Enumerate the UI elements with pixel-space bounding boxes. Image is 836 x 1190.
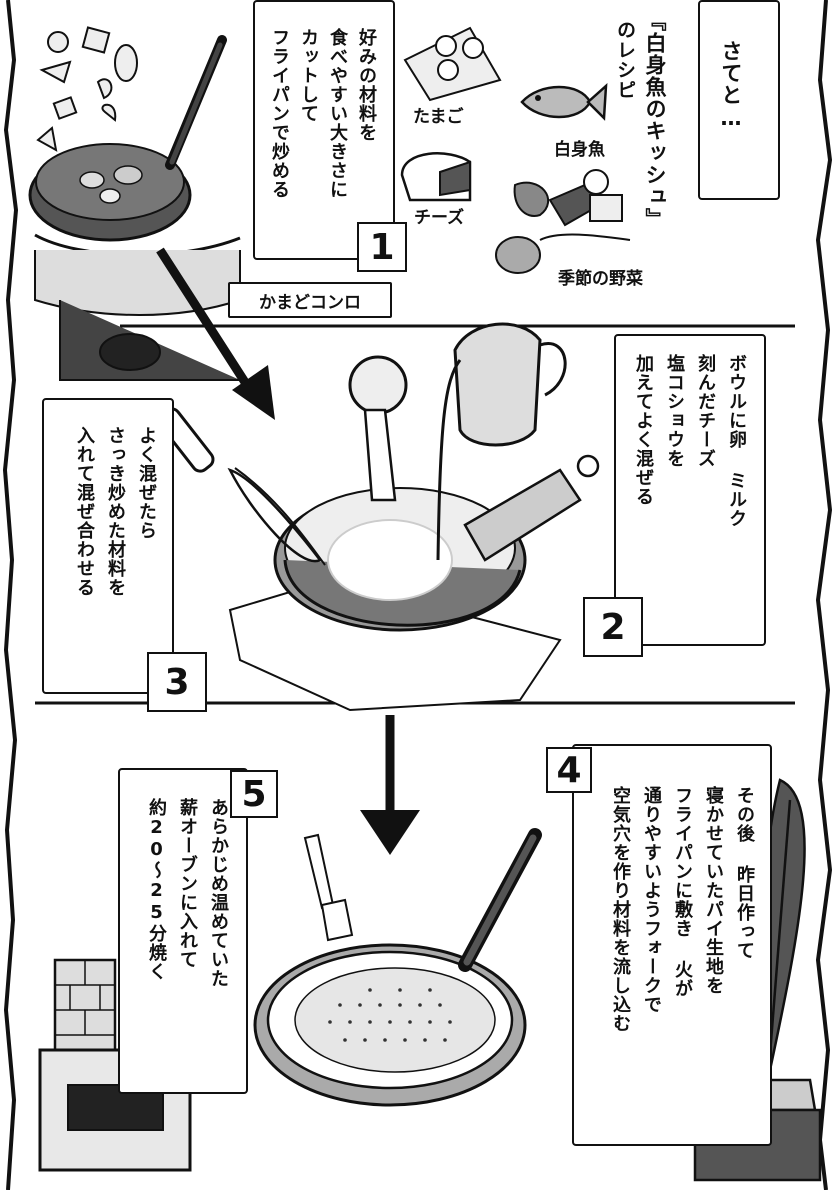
recipe-title: 『白身魚のキッシュ』 [643, 10, 667, 230]
frying-pan-illustration [28, 35, 227, 242]
step-1-text: 好みの材料を 食べやすい大きさに カットして フライパンで炒める [269, 28, 377, 199]
spoon-illustration [348, 355, 408, 502]
egg-illustration [403, 26, 502, 102]
recipe-title-sub: のレシピ [614, 20, 636, 100]
vegetables-label: 季節の野菜 [558, 269, 643, 289]
intro-caption-box: さてと… [698, 0, 780, 200]
step-4-box: その後 昨日作って 寝かせていたパイ生地を フライパンに敷き 火が 通りやすいよ… [572, 744, 772, 1146]
cheese-label: チーズ [414, 208, 465, 228]
step-5-box: あらかじめ温めていた 薪オーブンに入れて 約20～25分焼く [118, 768, 248, 1094]
egg-label: たまご [413, 107, 464, 127]
step-2-box: ボウルに卵 ミルク 刻んだチーズ 塩コショウを 加えてよく混ぜる [614, 334, 766, 646]
step-1-number: 1 [357, 222, 407, 272]
pitcher-illustration [436, 322, 567, 561]
step-2-number: 2 [583, 597, 643, 657]
fish-illustration [520, 83, 608, 121]
stove-illustration [34, 233, 241, 381]
right-border [815, 0, 833, 1190]
pie-pan-illustration [253, 828, 542, 1107]
fish-label: 白身魚 [554, 140, 605, 160]
bowl-illustration [228, 487, 562, 712]
cheese-illustration [400, 152, 472, 202]
flying-ingredients [36, 26, 138, 152]
oven-illustration [38, 958, 192, 1172]
intro-text: さてと… [719, 40, 743, 131]
stove-label: かまどコンロ [228, 282, 392, 318]
fork-illustration [303, 833, 354, 942]
step-5-text: あらかじめ温めていた 薪オーブンに入れて 約20～25分焼く [146, 798, 229, 988]
step-1-box: 好みの材料を 食べやすい大きさに カットして フライパンで炒める [253, 0, 395, 260]
step-4-number: 4 [546, 747, 592, 793]
step-5-number: 5 [230, 770, 278, 818]
grater-illustration [463, 454, 600, 562]
step-3-box: よく混ぜたら さっき炒めた材料を 入れて混ぜ合わせる [42, 398, 174, 694]
arrow-to-step4 [360, 715, 420, 855]
left-border [2, 0, 19, 1190]
arrow-to-step2 [156, 247, 275, 420]
step-4-text: その後 昨日作って 寝かせていたパイ生地を フライパンに敷き 火が 通りやすいよ… [610, 786, 755, 1033]
step-3-number: 3 [147, 652, 207, 712]
step-3-text: よく混ぜたら さっき炒めた材料を 入れて混ぜ合わせる [74, 426, 157, 597]
vegetables-illustration [495, 169, 631, 274]
step-2-text: ボウルに卵 ミルク 刻んだチーズ 塩コショウを 加えてよく混ぜる [633, 354, 747, 528]
